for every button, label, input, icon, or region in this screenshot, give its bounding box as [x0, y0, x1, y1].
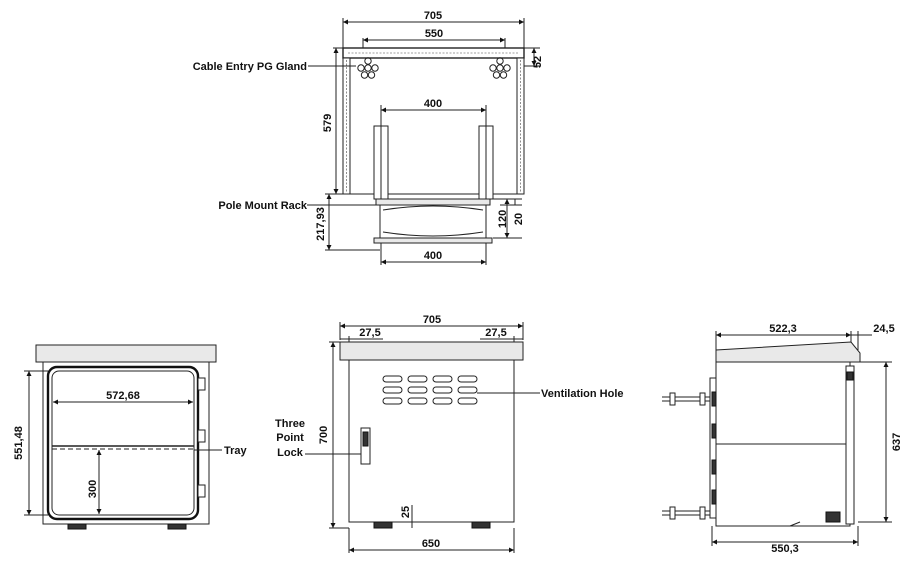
dim-side-top-depth: 522,3	[769, 323, 797, 335]
dim-side-height: 637	[891, 433, 903, 451]
cable-gland-right-icon	[489, 57, 511, 79]
hinge-icon	[846, 371, 854, 381]
dim-side-overhang: 24,5	[873, 323, 894, 335]
bracket-slot-icon	[711, 459, 717, 475]
lock-side-icon	[825, 511, 841, 523]
lock-keyhole	[362, 431, 369, 447]
dim-inside-height: 551,48	[13, 426, 25, 460]
label-pole-mount: Pole Mount Rack	[218, 200, 308, 212]
label-lock-line2: Point	[276, 432, 304, 444]
dim-inner-width: 550	[425, 28, 443, 40]
dim-pole-total: 217,93	[315, 207, 327, 241]
front-body	[348, 359, 515, 523]
front-roof	[339, 341, 524, 361]
side-foot-line	[789, 521, 801, 527]
label-tray: Tray	[224, 445, 248, 457]
dim-pole-20: 20	[513, 213, 525, 225]
rack-bracket	[379, 204, 487, 239]
label-cable-entry: Cable Entry PG Gland	[193, 61, 307, 73]
door-frame	[46, 365, 200, 521]
bracket-slot-icon	[711, 489, 717, 505]
pole-curve-bottom	[382, 231, 484, 237]
foot-icon	[471, 521, 491, 529]
hinge-icon	[197, 377, 206, 391]
bolt-bottom-icon	[662, 506, 710, 520]
label-lock-line3: Lock	[277, 447, 304, 459]
roof-panel	[35, 344, 217, 363]
foot-icon	[167, 523, 187, 530]
inside-view: 572,68 Tray 300 551,48	[13, 344, 248, 530]
foot-icon	[373, 521, 393, 529]
side-left-bracket	[709, 377, 717, 519]
cable-gland-left-icon	[357, 57, 379, 79]
bracket-slot-icon	[711, 423, 717, 439]
rack-bottom-bar	[373, 237, 493, 244]
dim-side-bottom-depth: 550,3	[771, 543, 799, 555]
bracket-slot-icon	[711, 391, 717, 407]
label-lock-line1: Three	[275, 418, 305, 430]
dim-rack-width-bottom: 400	[424, 250, 442, 262]
dim-right-overhang: 27,5	[485, 327, 506, 339]
front-view: 705 27,5 27,5 Ventilation Hole	[275, 314, 624, 553]
pole-curve-top	[382, 205, 484, 211]
dim-inside-width: 572,68	[106, 390, 140, 402]
side-door-edge	[845, 365, 855, 525]
dim-left-overhang: 27,5	[359, 327, 380, 339]
top-view: 705 550 52	[193, 10, 544, 265]
dim-overall-width: 705	[424, 10, 442, 22]
hinge-icon	[197, 484, 206, 498]
label-ventilation: Ventilation Hole	[541, 388, 624, 400]
dim-depth: 579	[322, 114, 334, 132]
dim-rack-width-top: 400	[424, 98, 442, 110]
side-view: 522,3 24,5	[662, 323, 903, 555]
hinge-icon	[197, 429, 206, 443]
dim-roof-height: 52	[532, 56, 544, 68]
dim-front-height: 700	[318, 426, 330, 444]
ventilation-hole-icon	[382, 375, 478, 405]
dim-front-body-width: 650	[422, 538, 440, 550]
rack-top-bar	[375, 198, 491, 206]
dim-front-overall-width: 705	[423, 314, 441, 326]
door-frame-inner	[51, 370, 195, 516]
bolt-top-icon	[662, 392, 710, 406]
dim-inside-lower: 300	[87, 480, 99, 498]
dim-front-base: 25	[400, 506, 412, 518]
dim-pole-120: 120	[497, 210, 509, 228]
side-roof	[715, 341, 861, 363]
cabinet-body	[42, 361, 210, 525]
foot-icon	[67, 523, 87, 530]
